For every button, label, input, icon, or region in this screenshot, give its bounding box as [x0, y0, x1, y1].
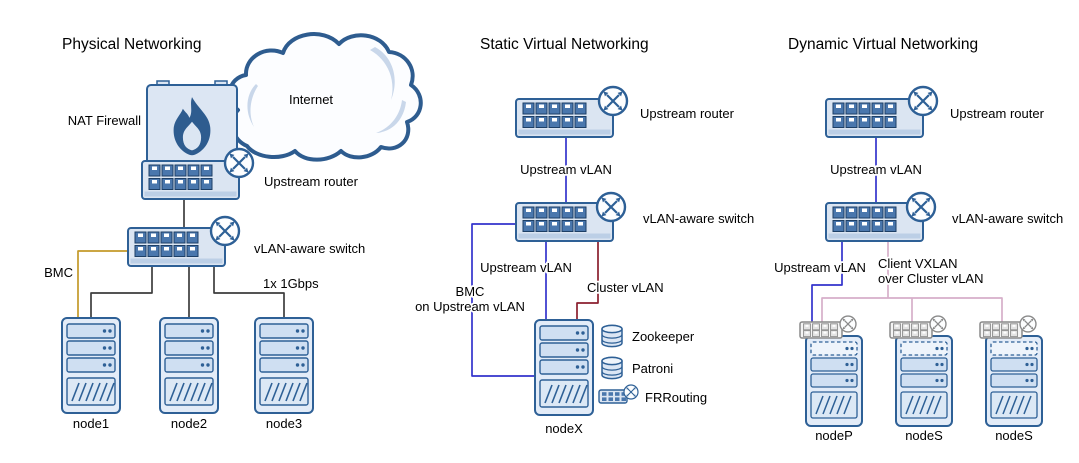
virtual-router-icon — [839, 315, 857, 333]
vlan-switch-label: vLAN-aware switch — [643, 211, 754, 226]
patroni-icon — [601, 356, 623, 380]
connector-switch-to-node3 — [213, 266, 285, 318]
section-title-static: Static Virtual Networking — [480, 36, 649, 53]
nodep-label: nodeP — [815, 428, 853, 443]
router-icon — [223, 147, 255, 179]
switch-routing-icon — [595, 191, 627, 223]
nodes2-label: nodeS — [995, 428, 1033, 443]
cloud-highlight — [247, 84, 258, 127]
server-nodes2 — [985, 335, 1043, 427]
bmc-label-line1: BMC — [456, 284, 485, 299]
virtual-router-icon — [929, 315, 947, 333]
vlan-switch-label: vLAN-aware switch — [254, 241, 365, 256]
cluster-vlan-label: Cluster vLAN — [587, 280, 664, 295]
virtual-router-icon — [1019, 315, 1037, 333]
router-icon — [597, 85, 629, 117]
upstream-router-label: Upstream router — [950, 106, 1045, 121]
connector-cluster-vlan — [576, 241, 599, 320]
section-physical-networking: Physical Networking Internet NAT Firewal… — [44, 32, 423, 431]
frrouting-switch-icon — [598, 389, 628, 404]
client-vxlan-label-line1: Client VXLAN — [878, 256, 957, 271]
server-nodes1 — [895, 335, 953, 427]
connector-bmc — [77, 250, 128, 318]
upstream-router-label: Upstream router — [264, 174, 359, 189]
virtual-switch-nodes2 — [980, 322, 1022, 338]
switch-routing-icon — [905, 191, 937, 223]
node1-label: node1 — [73, 416, 109, 431]
zookeeper-icon — [601, 324, 623, 348]
nat-firewall-appliance — [146, 80, 238, 166]
frrouting-label: FRRouting — [645, 390, 707, 405]
section-title-dynamic: Dynamic Virtual Networking — [788, 36, 978, 53]
section-dynamic-virtual-networking: Dynamic Virtual Networking Upstream rout… — [772, 36, 1063, 443]
internet-label: Internet — [289, 92, 333, 107]
section-static-virtual-networking: Static Virtual Networking Upstream route… — [413, 36, 754, 436]
server-node3 — [254, 317, 314, 414]
server-node1 — [61, 317, 121, 414]
connector-upstream-vlan-nodep — [811, 241, 843, 322]
nodex-label: nodeX — [545, 421, 583, 436]
frrouting-routing-icon — [623, 384, 639, 400]
server-nodex — [534, 319, 594, 416]
zookeeper-label: Zookeeper — [632, 329, 695, 344]
upstream-vlan-label: Upstream vLAN — [830, 162, 922, 177]
server-node2 — [159, 317, 219, 414]
upstream-vlan-label: Upstream vLAN — [520, 162, 612, 177]
upstream-vlan-node-label: Upstream vLAN — [480, 260, 572, 275]
internet-cloud: Internet — [227, 32, 423, 162]
cloud-highlight — [370, 47, 395, 100]
node3-label: node3 — [266, 416, 302, 431]
cloud-shape — [227, 32, 423, 162]
nodes1-label: nodeS — [905, 428, 943, 443]
connector-switch-to-node1 — [90, 266, 153, 318]
link-speed-label: 1x 1Gbps — [263, 276, 319, 291]
switch-routing-icon — [209, 215, 241, 247]
vlan-switch-label: vLAN-aware switch — [952, 211, 1063, 226]
flame-icon — [173, 97, 211, 156]
bmc-label: BMC — [44, 265, 73, 280]
virtual-switch-nodes1 — [890, 322, 932, 338]
patroni-label: Patroni — [632, 361, 673, 376]
node2-label: node2 — [171, 416, 207, 431]
router-icon — [907, 85, 939, 117]
server-nodep — [805, 335, 863, 427]
client-vxlan-label-line2: over Cluster vLAN — [878, 271, 983, 286]
nat-firewall-label: NAT Firewall — [68, 113, 141, 128]
connector-bmc-upstream-vlan — [471, 223, 535, 377]
cloud-highlight — [376, 100, 406, 133]
section-title-physical: Physical Networking — [62, 36, 202, 53]
bmc-label-line2: on Upstream vLAN — [415, 299, 525, 314]
upstream-vlan-node-label: Upstream vLAN — [774, 260, 866, 275]
virtual-switch-nodep — [800, 322, 842, 338]
upstream-router-label: Upstream router — [640, 106, 735, 121]
